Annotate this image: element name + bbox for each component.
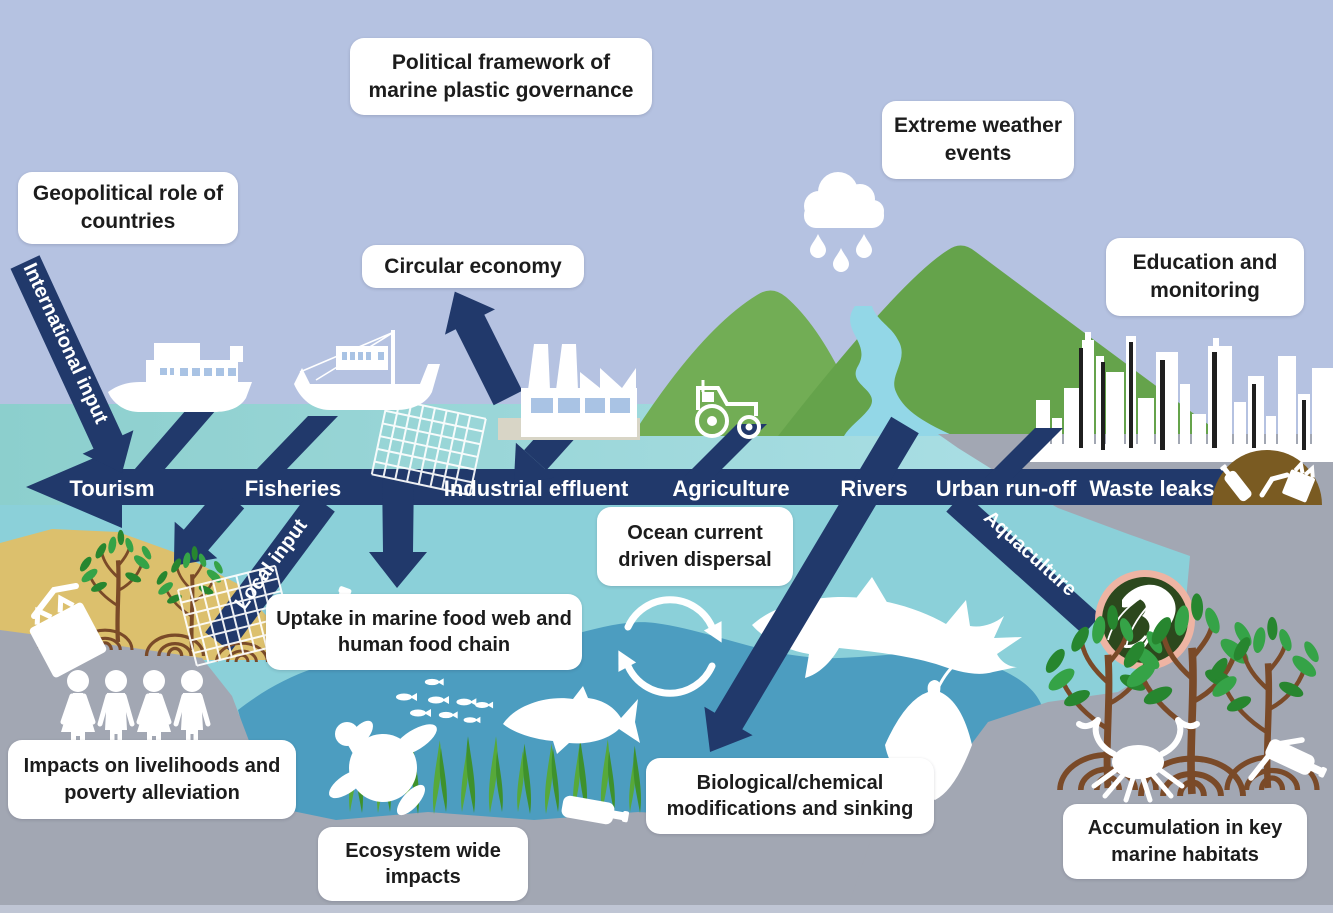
source-arrow-urban xyxy=(985,428,1063,478)
band-label-industrial: Industrial effluent xyxy=(444,476,629,501)
tuna-icon xyxy=(503,686,640,754)
river xyxy=(844,306,954,436)
label-ocean-current: Ocean current driven dispersal xyxy=(597,507,793,586)
mangrove-habitat xyxy=(1042,593,1330,796)
waste-dome-icon xyxy=(1212,450,1322,505)
arrow-fisheries-uptake xyxy=(369,470,427,588)
label-accumulation-habitats-text: Accumulation in key marine habitats xyxy=(1087,817,1283,866)
label-impacts-livelihoods: Impacts on livelihoods and poverty allev… xyxy=(8,740,296,819)
label-impacts-livelihoods-text: Impacts on livelihoods and poverty allev… xyxy=(23,755,281,804)
flow-arrows xyxy=(10,255,1250,752)
band-label-rivers: Rivers xyxy=(840,476,907,501)
label-geopolitical-role-text: Geopolitical role of countries xyxy=(32,182,224,233)
whale-shark-icon xyxy=(752,577,1022,678)
arrow-local-input xyxy=(205,492,335,652)
factory-icon xyxy=(498,344,640,440)
source-arrow-tourism xyxy=(134,410,216,470)
right-land-gray xyxy=(846,434,1333,913)
band-label-agriculture: Agriculture xyxy=(672,476,789,501)
band-labels: Tourism Fisheries Industrial effluent Ag… xyxy=(69,476,1214,501)
source-arrow-fisheries xyxy=(256,416,338,470)
band-label-fisheries: Fisheries xyxy=(245,476,342,501)
label-ocean-current-text: Ocean current driven dispersal xyxy=(618,522,772,571)
label-geopolitical-role: Geopolitical role of countries xyxy=(18,172,238,244)
city-skyline-icon xyxy=(1030,332,1333,462)
crab-icon xyxy=(1076,717,1200,803)
bottom-edge xyxy=(0,905,1333,913)
label-political-framework: Political framework of marine plastic go… xyxy=(350,38,652,115)
straw-icon xyxy=(31,583,79,619)
arrow-to-beach xyxy=(173,487,245,566)
tractor-icon xyxy=(695,380,761,439)
label-ecosystem-impacts-text: Ecosystem wide impacts xyxy=(345,839,501,888)
label-extreme-weather: Extreme weather events xyxy=(882,101,1074,179)
band-label-urban: Urban run-off xyxy=(936,476,1077,501)
label-education-monitoring-text: Education and monitoring xyxy=(1132,251,1278,302)
band-label-tourism: Tourism xyxy=(69,476,154,501)
beach-area xyxy=(29,530,359,678)
ocean-current-cycle-icon xyxy=(618,596,722,697)
sea-turtle-icon xyxy=(329,720,437,816)
label-uptake-foodweb: Uptake in marine food web and human food… xyxy=(266,594,582,670)
arrow-aquaculture xyxy=(946,492,1101,635)
label-circular-economy-text: Circular economy xyxy=(384,254,562,278)
straw-icon xyxy=(1248,737,1305,781)
label-accumulation-habitats: Accumulation in key marine habitats xyxy=(1063,804,1307,879)
arrow-rivers-to-sinking xyxy=(704,416,919,752)
label-education-monitoring: Education and monitoring xyxy=(1106,238,1304,316)
label-political-framework-text: Political framework of marine plastic go… xyxy=(368,50,634,102)
fishing-boat-icon xyxy=(294,330,440,410)
label-extreme-weather-text: Extreme weather events xyxy=(893,114,1063,165)
cruise-ship-icon xyxy=(108,343,252,412)
band-label-waste: Waste leaks xyxy=(1089,476,1214,501)
rain-cloud-icon xyxy=(804,172,884,272)
label-biological-sinking-text: Biological/chemical modifications and si… xyxy=(666,771,914,820)
label-ecosystem-impacts: Ecosystem wide impacts xyxy=(318,827,528,901)
label-circular-economy: Circular economy xyxy=(362,245,584,288)
arrow-international-input xyxy=(10,255,134,473)
label-biological-sinking: Biological/chemical modifications and si… xyxy=(646,758,934,834)
main-flow-arrow xyxy=(26,446,1250,528)
plastic-bag-icon xyxy=(29,594,107,678)
label-uptake-foodweb-text: Uptake in marine food web and human food… xyxy=(276,607,572,656)
arrow-circular-economy xyxy=(445,291,523,406)
